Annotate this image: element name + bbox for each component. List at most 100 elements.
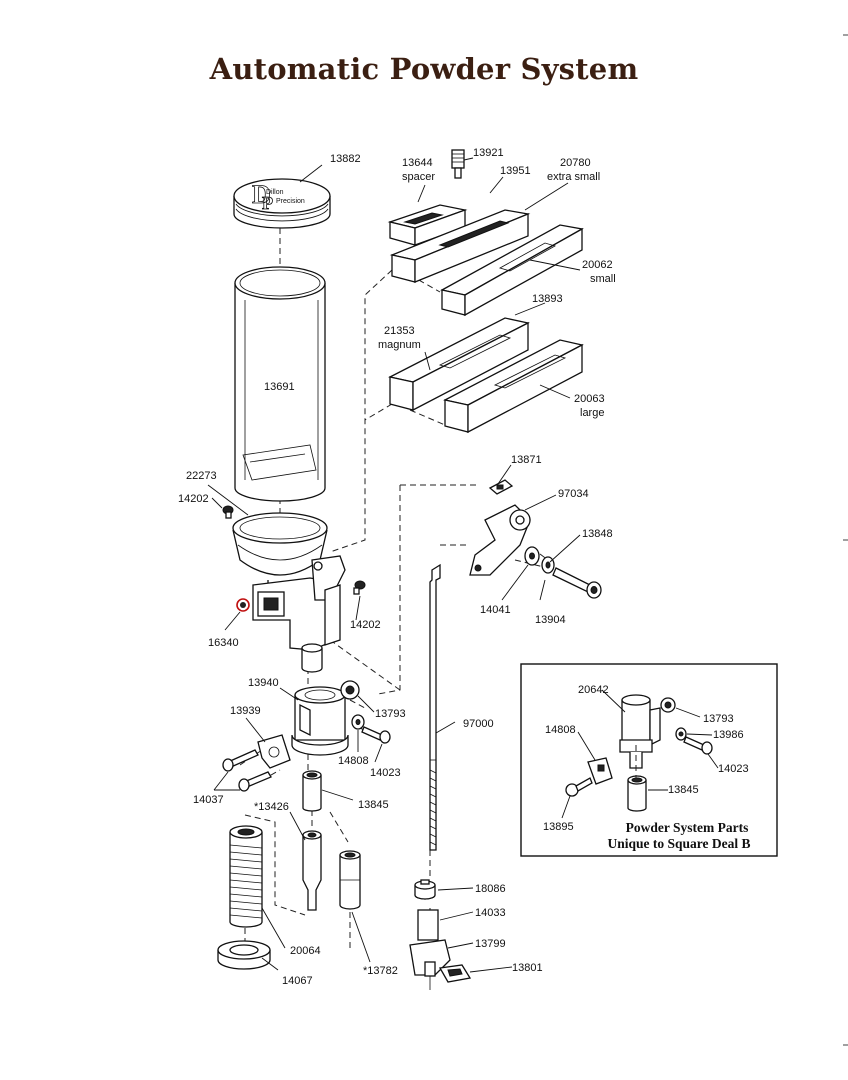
bar-20780-extra-small xyxy=(389,209,531,283)
inset-label-13895: 13895 xyxy=(543,821,574,833)
label-21353: 21353 xyxy=(384,325,415,337)
label-spacer: spacer xyxy=(402,171,435,183)
label-13940: 13940 xyxy=(248,677,279,689)
dillon-logo: D P Dillon Precision xyxy=(252,180,305,214)
label-97034: 97034 xyxy=(558,488,589,500)
inset-washer-14808 xyxy=(675,727,687,741)
label-13691: 13691 xyxy=(264,381,295,393)
label-20063: 20063 xyxy=(574,393,605,405)
die-body-20064 xyxy=(229,825,263,928)
inset-leaders xyxy=(561,689,719,819)
washer-14041 xyxy=(524,546,540,566)
inset-label-14023: 14023 xyxy=(718,763,749,775)
label-16340: 16340 xyxy=(208,637,239,649)
label-magnum: magnum xyxy=(378,339,421,351)
bolt-13904 xyxy=(552,567,602,599)
bracket-13799 xyxy=(409,939,451,990)
page-title: Automatic Powder System xyxy=(209,52,639,86)
label-13799: 13799 xyxy=(475,938,506,950)
label-97000: 97000 xyxy=(463,718,494,730)
bolt-14023 xyxy=(361,726,391,744)
label-13893: 13893 xyxy=(532,293,563,305)
powder-tube-13691 xyxy=(234,266,326,502)
washer-14808 xyxy=(351,714,365,730)
label-14067: 14067 xyxy=(282,975,313,987)
logo-text-dillon: Dillon xyxy=(266,189,284,196)
label-14202-left: 14202 xyxy=(178,493,209,505)
inset-label-13845: 13845 xyxy=(668,784,699,796)
bar-20063-large xyxy=(443,339,584,434)
label-13644: 13644 xyxy=(402,157,433,169)
bar-20062-small xyxy=(440,224,584,317)
measure-body xyxy=(252,555,346,673)
screw-14202-right xyxy=(353,580,366,595)
inset-label-13986: 14808 xyxy=(545,724,576,736)
die-body-13940 xyxy=(291,686,349,756)
label-13882: 13882 xyxy=(330,153,361,165)
label-13939: 13939 xyxy=(230,705,261,717)
edge-marks xyxy=(843,34,848,1046)
inset-bracket-13986 xyxy=(587,757,613,785)
cap-13793 xyxy=(340,680,360,700)
inset-screw-13895 xyxy=(565,777,593,797)
inset-cap-13793 xyxy=(660,697,676,713)
powder-bar-rod-97000 xyxy=(429,563,441,851)
bolts-14037 xyxy=(222,749,272,792)
spring-14033 xyxy=(417,909,439,941)
logo-text-precision: Precision xyxy=(276,198,305,205)
inset-funnel-13845 xyxy=(627,775,647,812)
svg-text:D: D xyxy=(252,180,271,209)
inset-label-20642: 20642 xyxy=(578,684,609,696)
label-14033: 14033 xyxy=(475,907,506,919)
clamp-13939 xyxy=(257,734,291,769)
label-18086: 18086 xyxy=(475,883,506,895)
label-13845: 13845 xyxy=(358,799,389,811)
expander-13782 xyxy=(339,850,361,910)
square-deal-b-inset: 20642 13793 13986 14808 14023 13845 1389… xyxy=(520,663,778,857)
inset-label-13793: 13793 xyxy=(703,713,734,725)
label-13871: 13871 xyxy=(511,454,542,466)
label-13921: 13921 xyxy=(473,147,504,159)
screw-16340 xyxy=(236,598,250,612)
label-13801: 13801 xyxy=(512,962,543,974)
label-20062: 20062 xyxy=(582,259,613,271)
label-14041: 14041 xyxy=(480,604,511,616)
hopper-lid-13882 xyxy=(233,178,331,229)
label-20064: 20064 xyxy=(290,945,321,957)
label-extra-small: extra small xyxy=(547,171,600,183)
label-14202-right: 14202 xyxy=(350,619,381,631)
label-20780: 20780 xyxy=(560,157,591,169)
bar-21353-magnum xyxy=(388,317,530,412)
label-13793: 13793 xyxy=(375,708,406,720)
leader-lines xyxy=(207,157,581,973)
screw-14202-left xyxy=(222,505,234,519)
inset-title-line-2: Unique to Square Deal B xyxy=(607,836,750,851)
bushing-13848 xyxy=(541,556,555,574)
clip-13801 xyxy=(438,964,472,983)
inset-title-line-1: Powder System Parts xyxy=(626,820,749,835)
label-14023: 14023 xyxy=(370,767,401,779)
label-small: small xyxy=(590,273,616,285)
label-13951: 13951 xyxy=(500,165,531,177)
label-13426: *13426 xyxy=(254,801,289,813)
inset-bolt-14023 xyxy=(683,736,713,755)
powder-funnel-22273 xyxy=(232,512,328,597)
label-14808: 14808 xyxy=(338,755,369,767)
label-22273: 22273 xyxy=(186,470,217,482)
bracket-13871 xyxy=(488,479,514,495)
bellcrank-97034 xyxy=(469,504,531,576)
label-14037: 14037 xyxy=(193,794,224,806)
lock-ring-14067 xyxy=(217,940,271,970)
label-large: large xyxy=(580,407,604,419)
label-13848: 13848 xyxy=(582,528,613,540)
expander-13426 xyxy=(302,830,322,911)
label-13782: *13782 xyxy=(363,965,398,977)
pin-13921 xyxy=(451,149,465,179)
inset-label-14808: 13986 xyxy=(713,729,744,741)
nut-18086 xyxy=(414,879,436,900)
funnel-13845 xyxy=(302,770,322,812)
label-13904: 13904 xyxy=(535,614,566,626)
svg-text:P: P xyxy=(262,193,273,213)
part-labels: 13882 13644 spacer 13921 13951 20780 ext… xyxy=(178,147,616,987)
